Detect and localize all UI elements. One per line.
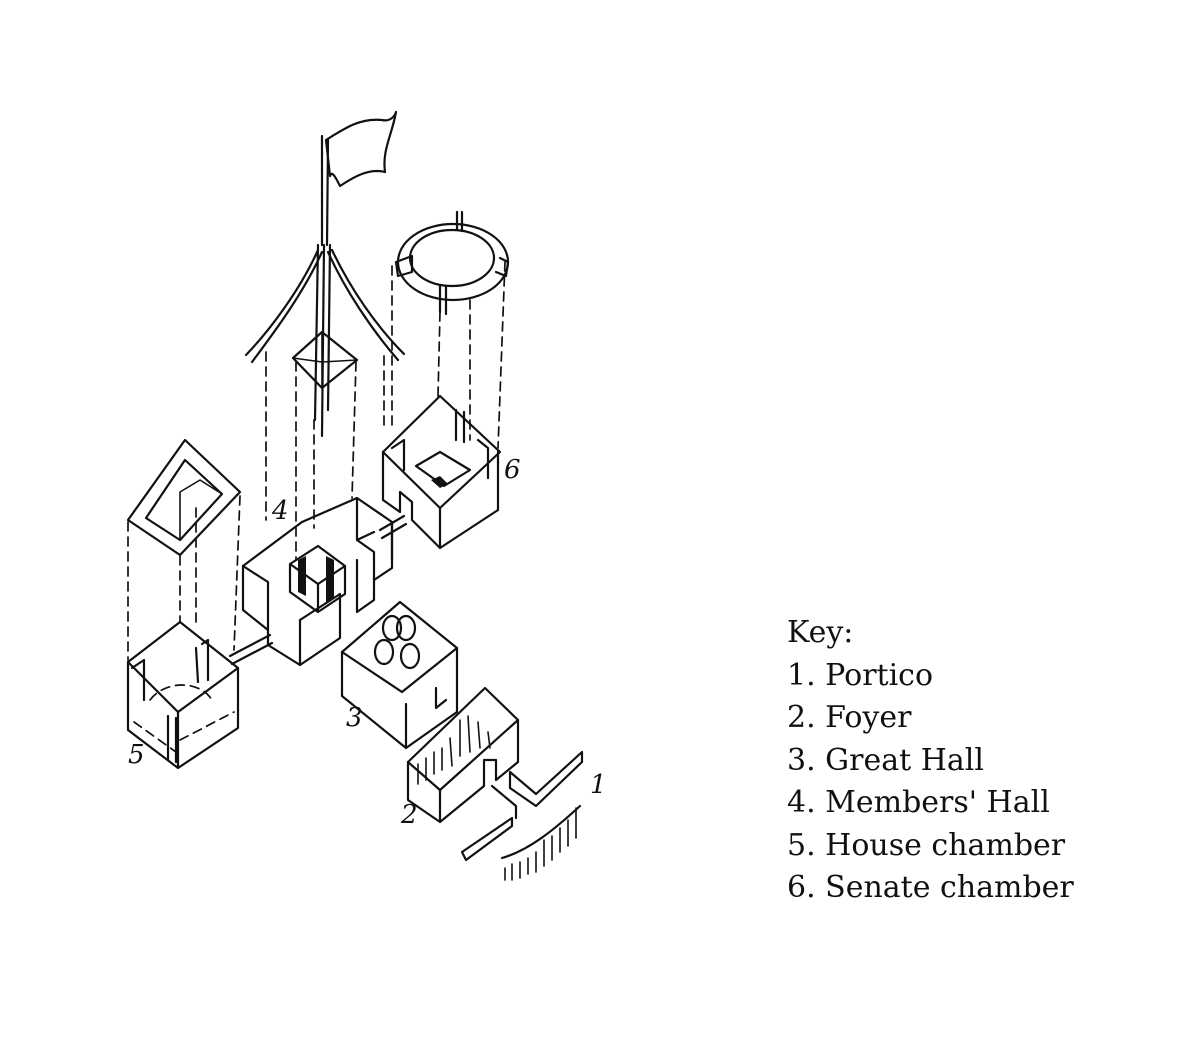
- senate-dome-ring: [394, 210, 510, 316]
- label-number-senate-chamber: 6: [504, 455, 521, 485]
- label-number-members-hall: 4: [272, 496, 289, 526]
- great-hall-block: [340, 600, 459, 750]
- label-number-foyer: 2: [401, 800, 418, 830]
- projection-lines: [127, 261, 506, 661]
- key-item-senate-chamber: 6. Senate chamber: [787, 870, 1074, 905]
- corridor-house-members: [228, 633, 274, 666]
- key-item-members-hall: 4. Members' Hall: [787, 785, 1050, 820]
- key-item-house-chamber: 5. House chamber: [787, 827, 1066, 863]
- flag: [324, 110, 398, 188]
- key-item-foyer: 2. Foyer: [787, 700, 912, 735]
- flagpole-legs: [244, 248, 406, 364]
- house-roof: [126, 438, 242, 557]
- members-hall-roof-pyramid: [291, 330, 359, 390]
- key-title: Key:: [787, 615, 854, 650]
- label-number-house-chamber: 5: [128, 740, 145, 770]
- label-number-portico: 1: [590, 770, 607, 800]
- label-number-great-hall: 3: [346, 703, 363, 733]
- members-hall-block: [241, 496, 394, 667]
- key-item-great-hall: 3. Great Hall: [787, 742, 984, 778]
- portico-block: [460, 750, 584, 881]
- key-item-portico: 1. Portico: [787, 657, 934, 693]
- senate-chamber-block: [381, 394, 502, 550]
- key-legend: Key: 1. Portico 2. Foyer 3. Great Hall 4…: [787, 612, 1074, 910]
- foyer-block: [406, 686, 520, 824]
- house-chamber-block: [126, 620, 240, 770]
- flagpole: [313, 134, 332, 438]
- corridor-members-senate: [378, 514, 408, 540]
